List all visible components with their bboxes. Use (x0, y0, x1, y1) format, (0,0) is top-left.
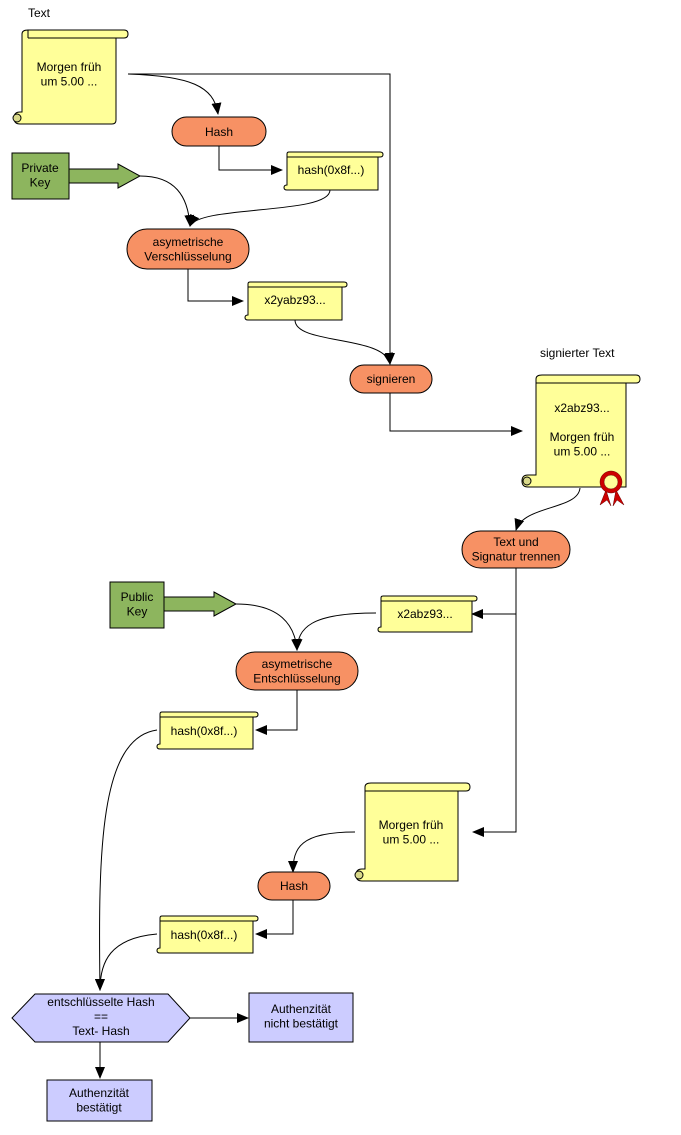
label-line: hash(0x8f...) (298, 163, 365, 177)
text-caption: Text (28, 6, 51, 20)
edge-hashval3-to-compare (95, 933, 158, 991)
label-line: Morgen früh (550, 430, 615, 444)
sign-process: signieren (349, 364, 433, 394)
label-line: entschlüsselte Hash (47, 995, 154, 1009)
signed-text-caption: signierter Text (540, 346, 615, 360)
label-line: Morgen früh (379, 818, 444, 832)
label-line: signieren (367, 372, 416, 386)
edge-text2-to-hash2 (288, 831, 356, 873)
signature-value-2-label: x2abz93... (397, 607, 452, 621)
edge-pubkey-to-decrypt (235, 603, 302, 651)
edge-split-to-text2 (472, 614, 517, 837)
label-line: x2abz93... (397, 607, 452, 621)
label-line: Authenzität (69, 1086, 130, 1100)
label-line: Text und (493, 535, 538, 549)
label-line: Public (121, 590, 154, 604)
edge-sigval-to-sign (294, 319, 394, 365)
label-line: == (94, 1010, 108, 1024)
hash-process-1: Hash (171, 116, 267, 147)
label-line: x2abz93... (554, 401, 609, 415)
label-line: hash(0x8f...) (171, 724, 238, 738)
label-line: bestätigt (76, 1101, 122, 1115)
label-line: Hash (205, 125, 233, 139)
compare-decision: entschlüsselte Hash==Text- Hash (11, 993, 191, 1043)
compare-decision-label: entschlüsselte Hash==Text- Hash (47, 995, 154, 1038)
label-line: um 5.00 ... (383, 833, 440, 847)
wax-seal-icon (599, 470, 625, 507)
edge-hash-to-hashval (218, 146, 283, 175)
label-line: Authenzität (271, 1002, 332, 1016)
signature-value: x2yabz93... (244, 281, 348, 321)
hash-process-2: Hash (257, 871, 331, 901)
signature-value-label: x2yabz93... (264, 293, 325, 307)
edge-hashval2-to-compare (94, 729, 158, 991)
label-line: asymetrische (262, 657, 333, 671)
label-line: Text- Hash (72, 1024, 129, 1038)
signature-value-2: x2abz93... (377, 595, 478, 633)
hash-process-1-label: Hash (205, 125, 233, 139)
label-line: Key (127, 605, 148, 619)
label-line: Key (30, 176, 51, 190)
edge-split-to-sigval2 (471, 568, 517, 619)
edge-encrypt-to-sigval (187, 269, 244, 306)
label-line: Entschlüsselung (253, 672, 340, 686)
hash-process-2-label: Hash (280, 879, 308, 893)
edge-sign-to-signed (389, 393, 523, 436)
label-line: Hash (280, 879, 308, 893)
edge-signed-to-split (514, 487, 581, 531)
label-line: hash(0x8f...) (171, 928, 238, 942)
hash-value-2: hash(0x8f...) (156, 711, 259, 750)
hash-value-3-label: hash(0x8f...) (171, 928, 238, 942)
label-line: Private (21, 161, 59, 175)
edge-hash2-to-hashval3 (255, 900, 294, 939)
edges (94, 73, 581, 1079)
hash-value-3: hash(0x8f...) (156, 915, 259, 954)
edge-text-to-sign (128, 73, 395, 365)
hash-value-1-label: hash(0x8f...) (298, 163, 365, 177)
label-line: Signatur trennen (472, 550, 561, 564)
label-line: nicht bestätigt (264, 1017, 339, 1031)
hash-value-1: hash(0x8f...) (283, 151, 384, 191)
edge-decrypt-to-hashval2 (255, 690, 298, 735)
label-line: Morgen früh (37, 60, 102, 74)
hash-value-2-label: hash(0x8f...) (171, 724, 238, 738)
label-line: x2yabz93... (264, 293, 325, 307)
label-line: um 5.00 ... (41, 75, 98, 89)
sign-process-label: signieren (367, 372, 416, 386)
label-line: Verschlüsselung (144, 250, 231, 264)
edge-hashval-to-encrypt (189, 189, 331, 227)
label-line: um 5.00 ... (554, 445, 611, 459)
edge-privkey-to-encrypt (139, 175, 195, 227)
label-line: asymetrische (153, 235, 224, 249)
edge-text-to-hash (127, 73, 222, 115)
edge-sigval2-to-decrypt (292, 612, 377, 651)
